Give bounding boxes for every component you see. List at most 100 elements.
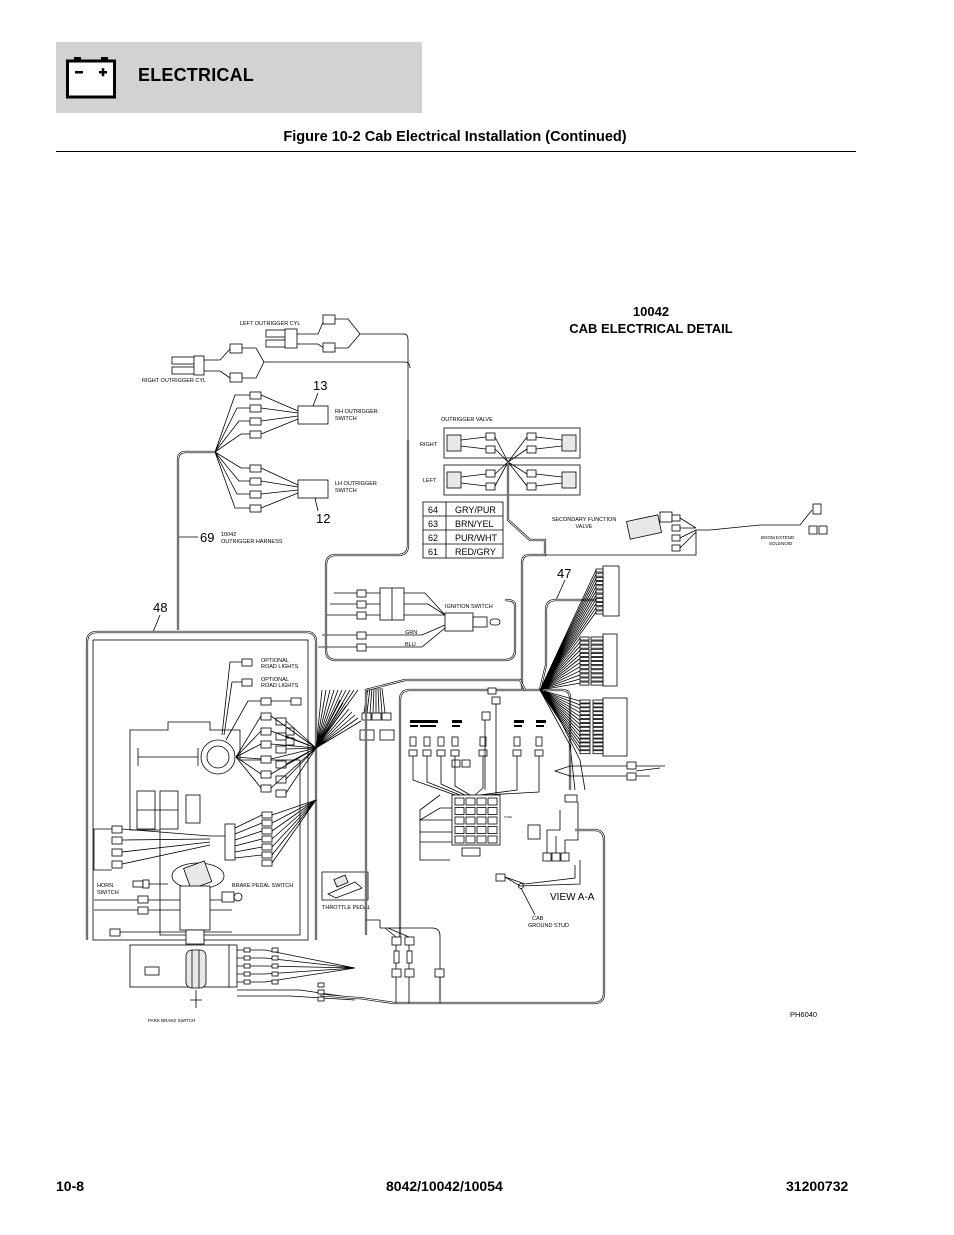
boom-extend-label-1: BOOM EXTEND — [761, 535, 795, 540]
brake-pedal-switch-label: BRAKE PEDAL SWITCH — [232, 883, 293, 889]
trunk — [539, 689, 586, 791]
fuse-label-mark — [452, 725, 460, 727]
fuse — [465, 826, 476, 834]
pin — [595, 581, 604, 585]
pin — [579, 657, 590, 661]
connector — [450, 749, 460, 757]
connector — [379, 729, 395, 741]
road-lights-b-1: OPTIONAL — [261, 677, 289, 683]
connector — [261, 835, 273, 843]
detail-model: 10042 — [633, 304, 669, 319]
pin — [579, 719, 591, 723]
pin — [592, 703, 604, 708]
connector — [261, 811, 273, 819]
connector — [317, 989, 325, 995]
drawing-id: PH6040 — [790, 1010, 817, 1019]
fan-wire — [539, 569, 597, 752]
fuse-holder — [535, 736, 543, 747]
fuse-label-mark — [428, 720, 438, 723]
switch-harness-fan: 69 10042 OUTRIGGER HARNESS — [176, 391, 299, 630]
pin — [595, 602, 604, 606]
outrigger-valve-label: OUTRIGGER VALVE — [441, 417, 493, 423]
view-aa: VIEW A-A CAB GROUND STUD — [504, 860, 595, 929]
pin — [579, 640, 590, 645]
right-dash-fan — [539, 569, 665, 862]
fuse — [487, 797, 498, 806]
fuse — [487, 826, 498, 834]
fuse-holder — [409, 736, 417, 747]
fuse-label-mark — [410, 725, 418, 727]
right-outrigger-cyl-label: RIGHT OUTRIGGER CYL — [142, 378, 206, 384]
wire-color: GRY/PUR — [455, 505, 496, 515]
connector — [512, 749, 522, 757]
grn-label: GRN — [405, 630, 417, 636]
connector — [271, 979, 279, 985]
pin — [579, 665, 590, 670]
connector — [243, 955, 251, 961]
cab-ground-stud-label-1: CAB — [532, 916, 544, 922]
fan-wire — [235, 689, 362, 794]
callout-13: 13 — [313, 378, 327, 393]
connector — [275, 789, 287, 798]
pin — [579, 644, 590, 649]
connector — [261, 827, 273, 835]
left-outrigger-cyl-label: LEFT OUTRIGGER CYL — [240, 321, 300, 327]
pin — [579, 738, 591, 743]
connector — [371, 712, 382, 721]
connector — [243, 947, 251, 953]
fuse-holder — [513, 736, 521, 747]
pin — [595, 589, 604, 594]
horn-switch-label-2: SWITCH — [97, 890, 119, 896]
battery-icon — [66, 57, 116, 99]
connector — [261, 843, 273, 851]
rh-switch-label-2: SWITCH — [335, 416, 357, 422]
fuse-holder — [479, 736, 487, 747]
connector — [451, 759, 461, 768]
fuse-wire — [412, 704, 540, 796]
pin — [592, 746, 604, 751]
connector — [260, 770, 272, 779]
fuse — [465, 816, 476, 825]
fuse — [454, 807, 465, 815]
ignition-switch-harness: IGNITION SWITCH GRN BLU — [318, 440, 517, 662]
pin — [579, 715, 591, 719]
pin — [590, 648, 604, 653]
fuse — [476, 797, 487, 806]
pin — [590, 661, 604, 665]
fuse-label-mark — [428, 725, 436, 727]
fuse — [465, 807, 476, 815]
wire-color: PUR/WHT — [455, 533, 497, 543]
page-number: 10-8 — [56, 1178, 85, 1194]
pin — [592, 734, 604, 739]
fan-wire — [363, 687, 386, 714]
fuse — [476, 835, 487, 844]
pin — [592, 715, 604, 719]
connector — [261, 819, 273, 827]
dash-connector-47: 47 — [538, 565, 628, 757]
lh-outrigger-switch: LH OUTRIGGER SWITCH 12 — [297, 479, 377, 526]
lh-switch-label-2: SWITCH — [335, 488, 357, 494]
fuse — [454, 816, 465, 825]
connector — [261, 859, 273, 867]
fuse-label-mark — [514, 720, 524, 723]
lower-console-connectors: HORN SWITCH — [93, 814, 263, 937]
steering-column: BRAKE PEDAL SWITCH — [171, 860, 293, 945]
road-lights-a-1: OPTIONAL — [261, 658, 289, 664]
pin — [590, 677, 604, 682]
cab-ground-stud-label-2: GROUND STUD — [528, 923, 569, 929]
section-title: ELECTRICAL — [138, 65, 254, 85]
fuse — [454, 826, 465, 834]
connector — [271, 947, 279, 953]
section-header — [56, 42, 422, 113]
park-brake-area: PARK BRAKE SWITCH — [129, 944, 356, 1023]
connector — [271, 971, 279, 977]
connector — [408, 749, 418, 757]
pin — [579, 636, 590, 641]
view-aa-label: VIEW A-A — [550, 892, 595, 903]
svg-text:FUSE: FUSE — [504, 815, 512, 819]
wire-color: RED/GRY — [455, 547, 496, 557]
center-fuse-panel: FUSE — [364, 678, 572, 945]
connector — [260, 784, 272, 793]
secondary-function-valve: SECONDARY FUNCTION VALVE BOOM EXTEND SOL… — [545, 503, 828, 556]
pin — [595, 593, 604, 598]
